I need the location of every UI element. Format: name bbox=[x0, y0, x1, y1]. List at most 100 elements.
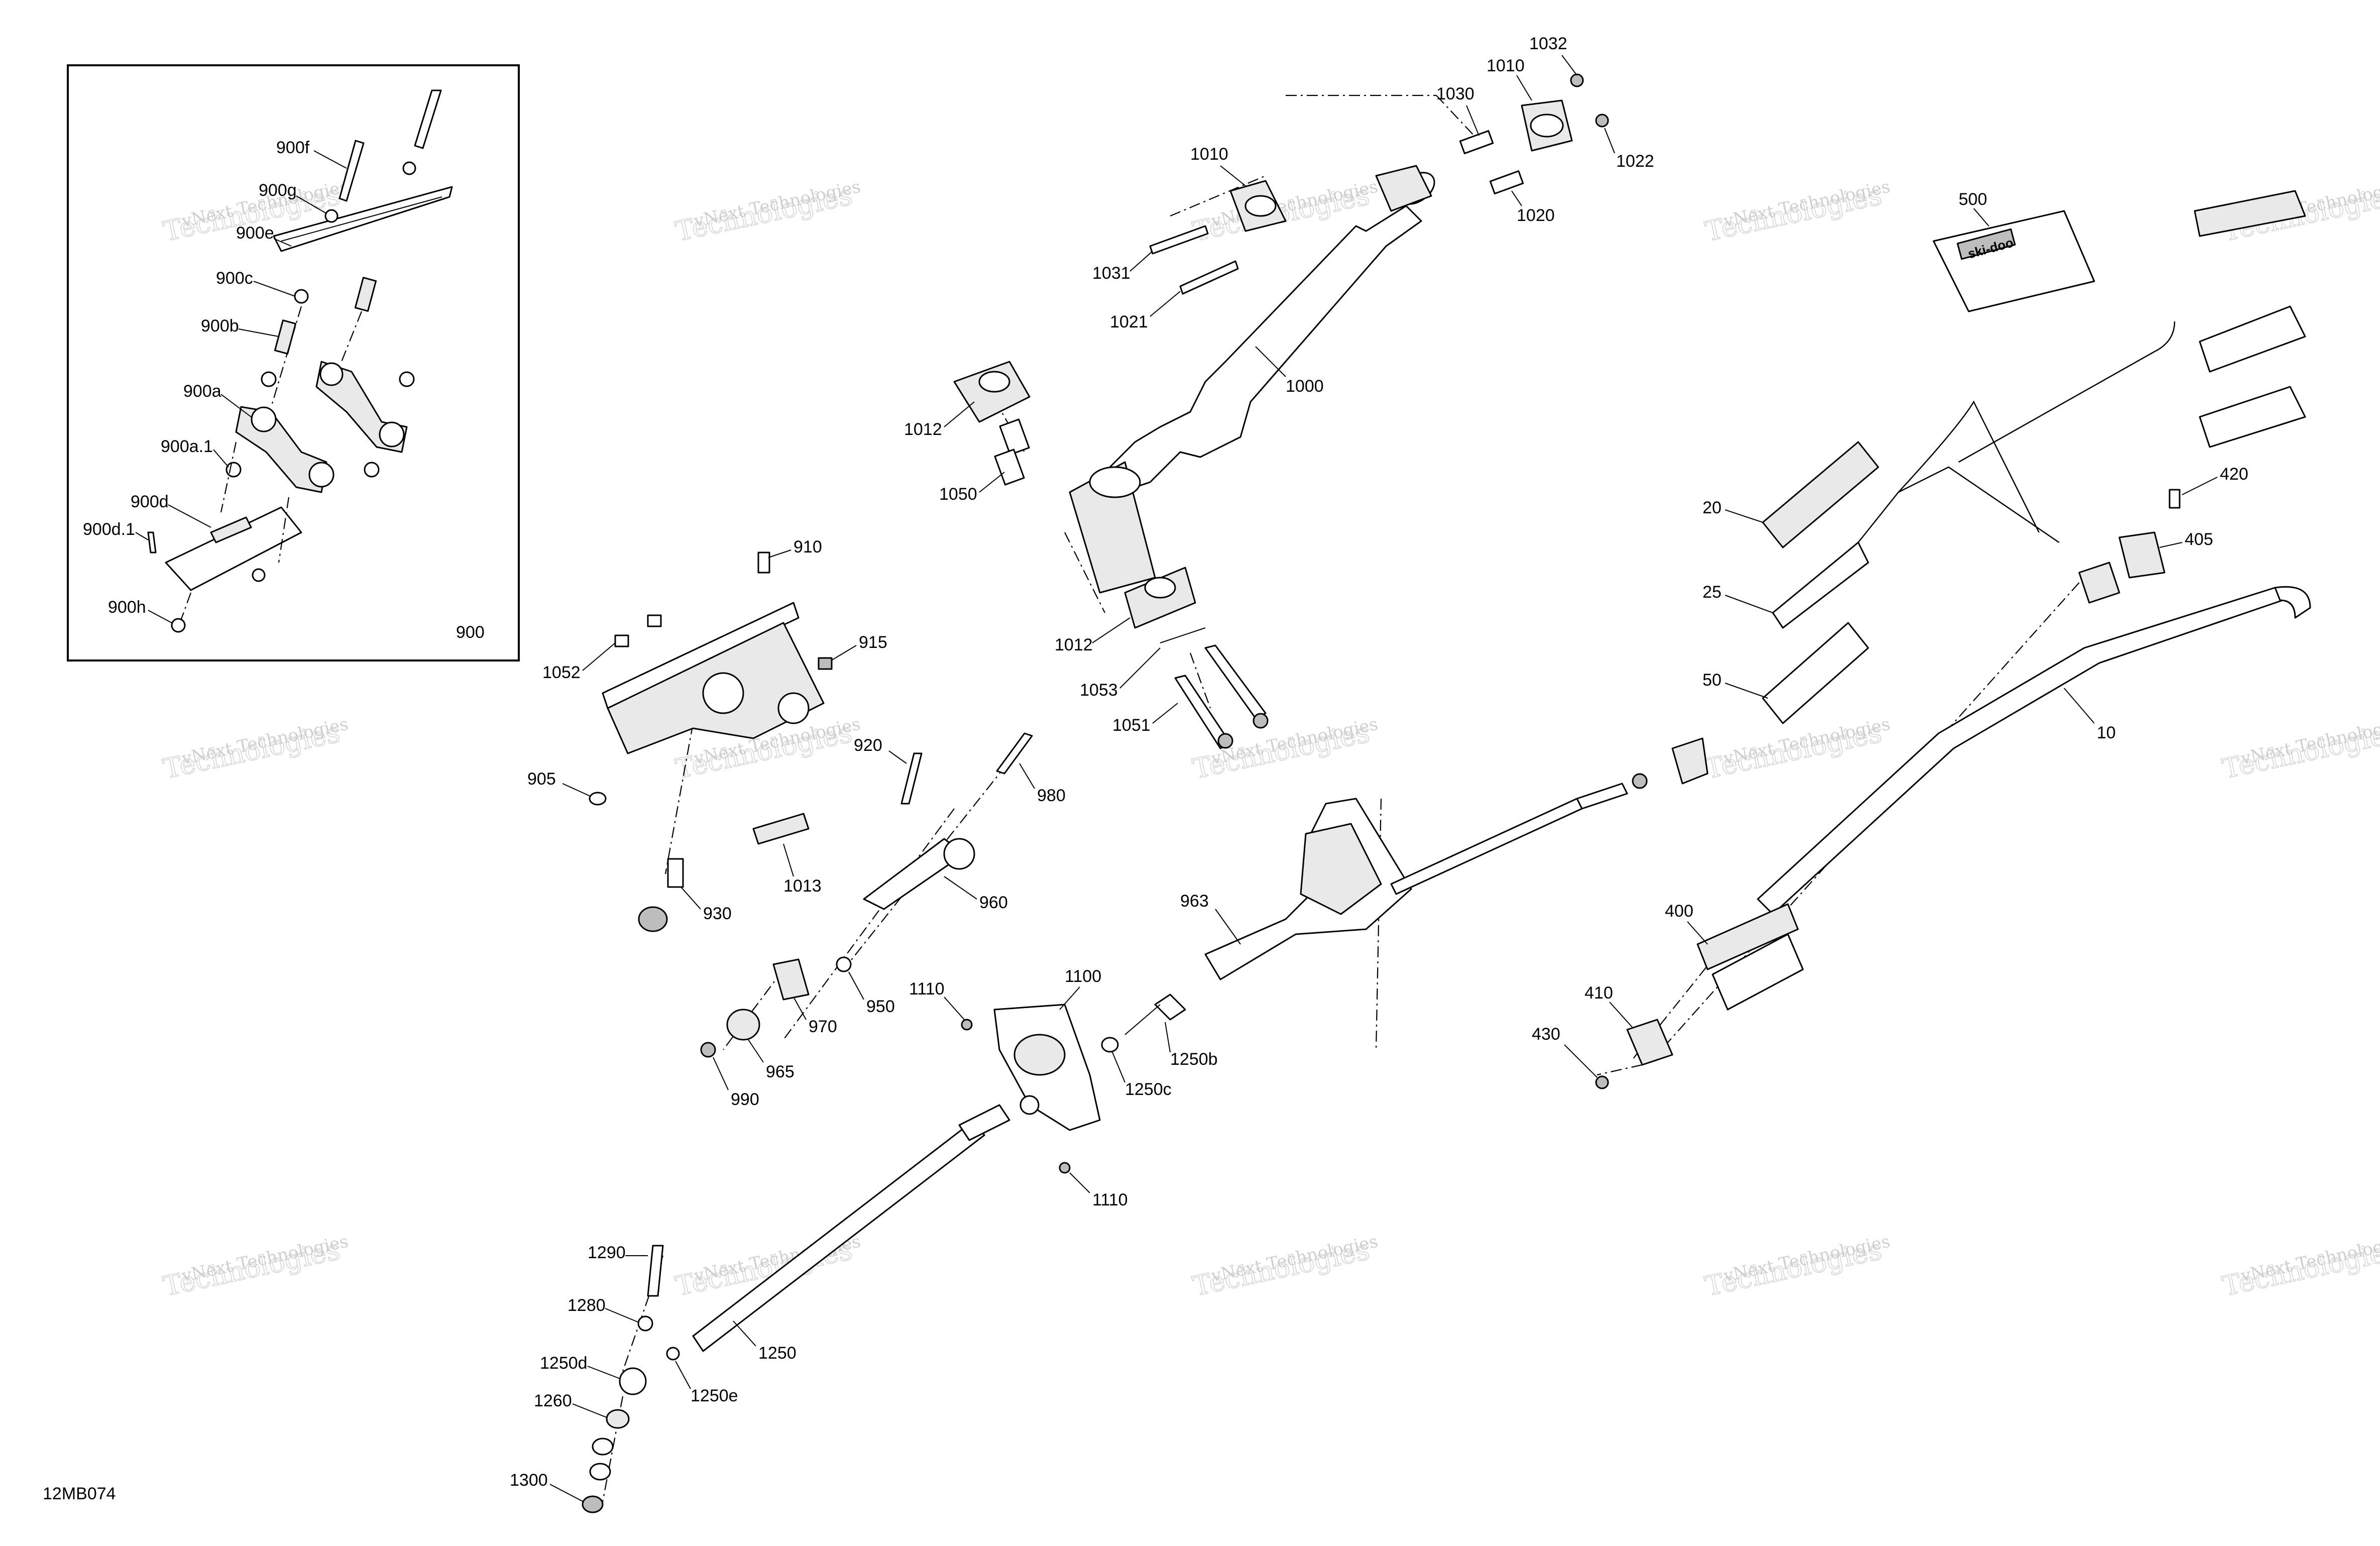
grip-top-right bbox=[2194, 190, 2306, 237]
bolt-head bbox=[1217, 733, 1233, 749]
callout-1030: 1030 bbox=[1436, 84, 1475, 103]
watermark: Technologies vNext Technologies bbox=[1190, 1232, 1380, 1303]
callout-1010: 1010 bbox=[1487, 56, 1525, 75]
leader bbox=[783, 843, 794, 877]
leader bbox=[675, 1361, 691, 1389]
callout-900e: 900e bbox=[236, 224, 274, 243]
callout-405: 405 bbox=[2185, 530, 2213, 549]
leader bbox=[1604, 128, 1615, 154]
leader bbox=[296, 195, 327, 214]
washer-1250e bbox=[666, 1347, 680, 1361]
callouts: 1032 1010 1030 1010 1022 1020 1031 1021 … bbox=[510, 34, 2248, 1502]
tie-rod-960 bbox=[700, 732, 1033, 1058]
assembly-line bbox=[1064, 532, 1105, 613]
assembly-line bbox=[843, 748, 1020, 970]
leader bbox=[768, 549, 791, 558]
callout-900f: 900f bbox=[276, 138, 310, 157]
callout-970: 970 bbox=[809, 1017, 837, 1036]
bearings-1012 bbox=[953, 361, 1269, 749]
leader bbox=[1255, 346, 1286, 377]
callout-930: 930 bbox=[703, 904, 732, 923]
leader bbox=[135, 532, 149, 540]
bolt-1021 bbox=[1179, 260, 1239, 295]
bracket-405-lower bbox=[2078, 562, 2120, 604]
bracket-900d-tab bbox=[210, 516, 252, 543]
handlebar-bend bbox=[2274, 586, 2311, 619]
leader bbox=[748, 1039, 764, 1063]
bolt-1031 bbox=[1149, 225, 1209, 255]
inset-title: 900 bbox=[456, 623, 485, 642]
leader bbox=[944, 997, 965, 1020]
leader bbox=[213, 449, 229, 468]
callout-10: 10 bbox=[2097, 723, 2116, 742]
leader bbox=[1112, 1052, 1125, 1083]
heater-wires bbox=[1858, 321, 2176, 543]
leader bbox=[1725, 595, 1773, 613]
callout-1013: 1013 bbox=[783, 876, 822, 896]
callout-900c: 900c bbox=[216, 269, 253, 288]
watermark: Technologies vNext Technologies bbox=[672, 177, 862, 248]
bolt-900f bbox=[338, 140, 365, 202]
callout-963: 963 bbox=[1180, 892, 1209, 911]
callout-410: 410 bbox=[1584, 983, 1613, 1003]
callout-20: 20 bbox=[1703, 498, 1722, 517]
sleeve-50 bbox=[1762, 622, 1869, 724]
callout-1020: 1020 bbox=[1517, 206, 1555, 225]
leader bbox=[1687, 921, 1708, 945]
leader bbox=[1092, 617, 1130, 643]
callout-1032: 1032 bbox=[1529, 34, 1567, 53]
handlebar-10 bbox=[1595, 489, 2311, 1089]
bolt-head bbox=[1253, 713, 1269, 729]
leader bbox=[605, 1308, 638, 1322]
bushing-1050-2 bbox=[994, 449, 1025, 486]
bracket-405 bbox=[2118, 531, 2166, 579]
leader bbox=[1725, 509, 1763, 523]
callout-980: 980 bbox=[1037, 786, 1066, 805]
rod-end-1250d bbox=[619, 1367, 647, 1395]
leader bbox=[793, 997, 807, 1020]
callout-1053: 1053 bbox=[1080, 681, 1118, 700]
grip-20 bbox=[1762, 441, 1879, 548]
bolt-900d1 bbox=[147, 531, 157, 554]
washer-900c bbox=[294, 289, 309, 304]
leader bbox=[1561, 55, 1577, 76]
brand-badge bbox=[1957, 228, 2016, 260]
clamp-1010-right bbox=[1459, 73, 1609, 194]
callout-965: 965 bbox=[766, 1062, 795, 1081]
housing-1100-port bbox=[1019, 1095, 1040, 1115]
callout-1250d: 1250d bbox=[540, 1354, 588, 1373]
grips-and-pad: ski-doo bbox=[1762, 190, 2306, 724]
nut bbox=[1632, 773, 1648, 789]
block-bore bbox=[978, 371, 1010, 393]
callout-900a: 900a bbox=[183, 382, 221, 401]
callout-1052: 1052 bbox=[542, 663, 581, 682]
leader bbox=[1466, 105, 1480, 136]
leader bbox=[572, 1403, 607, 1418]
spacer-900b-2 bbox=[274, 319, 297, 355]
callout-1250c: 1250c bbox=[1125, 1080, 1172, 1099]
washer-900g-2 bbox=[402, 161, 416, 175]
bolt-1022 bbox=[1595, 114, 1609, 128]
bolt-1290 bbox=[647, 1245, 664, 1297]
nut-900d bbox=[252, 568, 266, 582]
clamp-bore bbox=[1244, 195, 1277, 217]
nut-900c bbox=[261, 371, 277, 387]
callout-1012-bottom: 1012 bbox=[1055, 635, 1093, 654]
leader bbox=[733, 1320, 756, 1347]
bracket-410 bbox=[1626, 1019, 1673, 1066]
callout-1300: 1300 bbox=[510, 1471, 548, 1490]
nut-1260 bbox=[606, 1409, 630, 1429]
nut-1300 bbox=[582, 1495, 604, 1513]
leader bbox=[2159, 542, 2183, 548]
nut-930 bbox=[638, 906, 668, 932]
leader bbox=[831, 645, 857, 661]
leader bbox=[168, 504, 211, 528]
callout-500: 500 bbox=[1959, 190, 1987, 209]
bushing-1052-2 bbox=[647, 614, 662, 627]
clamp-400 bbox=[1696, 903, 1799, 970]
housing-963 bbox=[1204, 737, 1709, 980]
callout-25: 25 bbox=[1703, 583, 1722, 602]
bushing-1052 bbox=[614, 634, 629, 647]
fitting bbox=[1671, 737, 1709, 785]
column-clamp bbox=[1375, 165, 1432, 212]
